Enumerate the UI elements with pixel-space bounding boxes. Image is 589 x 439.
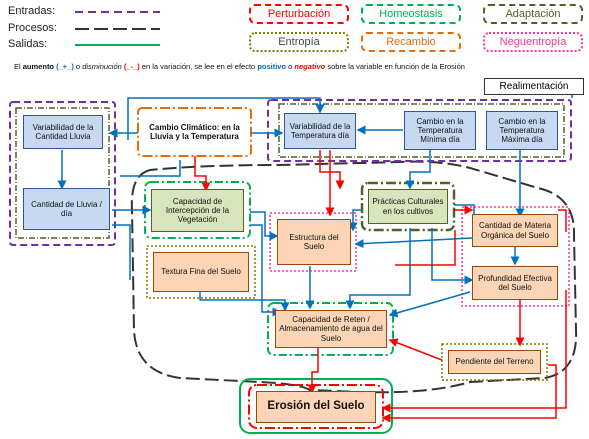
- tag-entropia-label: Entropía: [278, 36, 320, 48]
- node-intercepcion: Capacidad de Intercepción de la Vegetaci…: [151, 189, 244, 232]
- note-negativo: negativo: [294, 62, 326, 71]
- red-arrow-profundidad-to-erosion: [381, 290, 567, 413]
- node-profundidad: Profundidad Efectiva del Suelo: [472, 266, 558, 300]
- node-textura: Textura Fina del Suelo: [153, 252, 249, 292]
- tag-perturbacion: Perturbación: [249, 4, 349, 24]
- tag-neguentropia-label: Neguentropía: [499, 36, 567, 48]
- node-retencion: Capacidad de Reten / Almacenamiento de a…: [275, 310, 387, 348]
- node-var-temp: Variabilidad de la Temperatura día: [284, 113, 356, 149]
- note-aumento: aumento: [22, 62, 55, 71]
- arrow-textura-to-retencion: [199, 290, 290, 312]
- node-practicas: Prácticas Culturales en los cultivos: [368, 189, 448, 224]
- arrow-practicas-to-retencion: [345, 228, 411, 310]
- note-p3: en la variación, se lee en el efecto: [139, 62, 258, 71]
- arrow-practicas-to-profundidad: [431, 228, 474, 285]
- node-var-lluvia: Variabilidad de la Cantidad Lluvia: [23, 115, 103, 149]
- red-arrow-cambio-to-intercepcion: [194, 156, 211, 192]
- note-p4: o: [286, 62, 295, 71]
- arrow-lluvia-to-estructura: [112, 224, 131, 280]
- tag-homeostasis-label: Homeostasis: [379, 8, 443, 20]
- note-p2: o: [73, 62, 83, 71]
- red-arrow-vartemp-to-practicas: [319, 150, 345, 190]
- node-temp-min-label: Cambio en la Temperatura Mínima día: [416, 116, 464, 145]
- arrow-lluvia-to-temp: [120, 160, 181, 177]
- node-materia-organica: Cantidad de Materia Orgánica del Suelo: [472, 214, 558, 247]
- tag-entropia: Entropía: [249, 32, 349, 52]
- note-p5: sobre la variable en función de la Erosi…: [325, 62, 465, 71]
- red-arrow-pendiente-to-retencion: [388, 338, 443, 361]
- node-erosion: Erosión del Suelo: [256, 391, 376, 423]
- red-arrow-retencion-to-erosion: [307, 348, 319, 394]
- legend-procesos-label: Procesos:: [8, 22, 57, 34]
- tag-adaptacion: Adaptación: [483, 4, 583, 24]
- arrow-materia-to-estructura: [354, 237, 473, 249]
- note-positivo: positivo: [257, 62, 287, 71]
- note-minus: (_-_): [123, 62, 140, 71]
- legend-salidas-label: Salidas:: [8, 38, 48, 50]
- arrow-profundidad-to-retencion: [388, 291, 471, 318]
- node-temp-max: Cambio en la Temperatura Máxima día: [486, 111, 558, 150]
- legend-entradas-label: Entradas:: [8, 5, 56, 17]
- node-estructura: Estructura del Suelo: [277, 219, 351, 265]
- tag-recambio-label: Recambio: [386, 36, 436, 48]
- tag-neguentropia: Neguentropía: [483, 32, 583, 52]
- arrow-intercepcion-to-estructura: [250, 211, 279, 241]
- note-disminucion: disminución: [82, 62, 122, 71]
- realimentacion-label: Realimentación: [484, 78, 584, 95]
- node-lluvia-dia: Cantidad de Lluvia / día: [23, 188, 110, 230]
- node-cambio-climatico: Cambio Climático: en la Lluvia y la Temp…: [143, 113, 246, 151]
- tag-perturbacion-label: Perturbación: [267, 8, 331, 20]
- tag-adaptacion-label: Adaptación: [505, 8, 561, 20]
- arrow-intercepcion-to-retencion: [250, 224, 282, 317]
- node-pendiente: Pendiente del Terreno: [448, 350, 541, 374]
- node-temp-max-label: Cambio en la Temperatura Máxima día: [498, 116, 546, 145]
- note-plus: (_+_): [56, 62, 74, 71]
- arrow-practicas-to-estructura: [348, 209, 362, 232]
- reading-note: El aumento (_+_) o disminución (_-_) en …: [14, 62, 465, 71]
- node-temp-min: Cambio en la Temperatura Mínima día: [404, 111, 476, 150]
- note-p1: El: [14, 62, 23, 71]
- red-arrow-materia-side: [558, 209, 567, 232]
- arrow-practicas-to-materia: [454, 204, 475, 218]
- red-arrow-materia-to-retencion: [395, 230, 456, 266]
- arrow-tempmin-to-practicas: [405, 150, 431, 190]
- tag-recambio: Recambio: [361, 32, 461, 52]
- tag-homeostasis: Homeostasis: [361, 4, 461, 24]
